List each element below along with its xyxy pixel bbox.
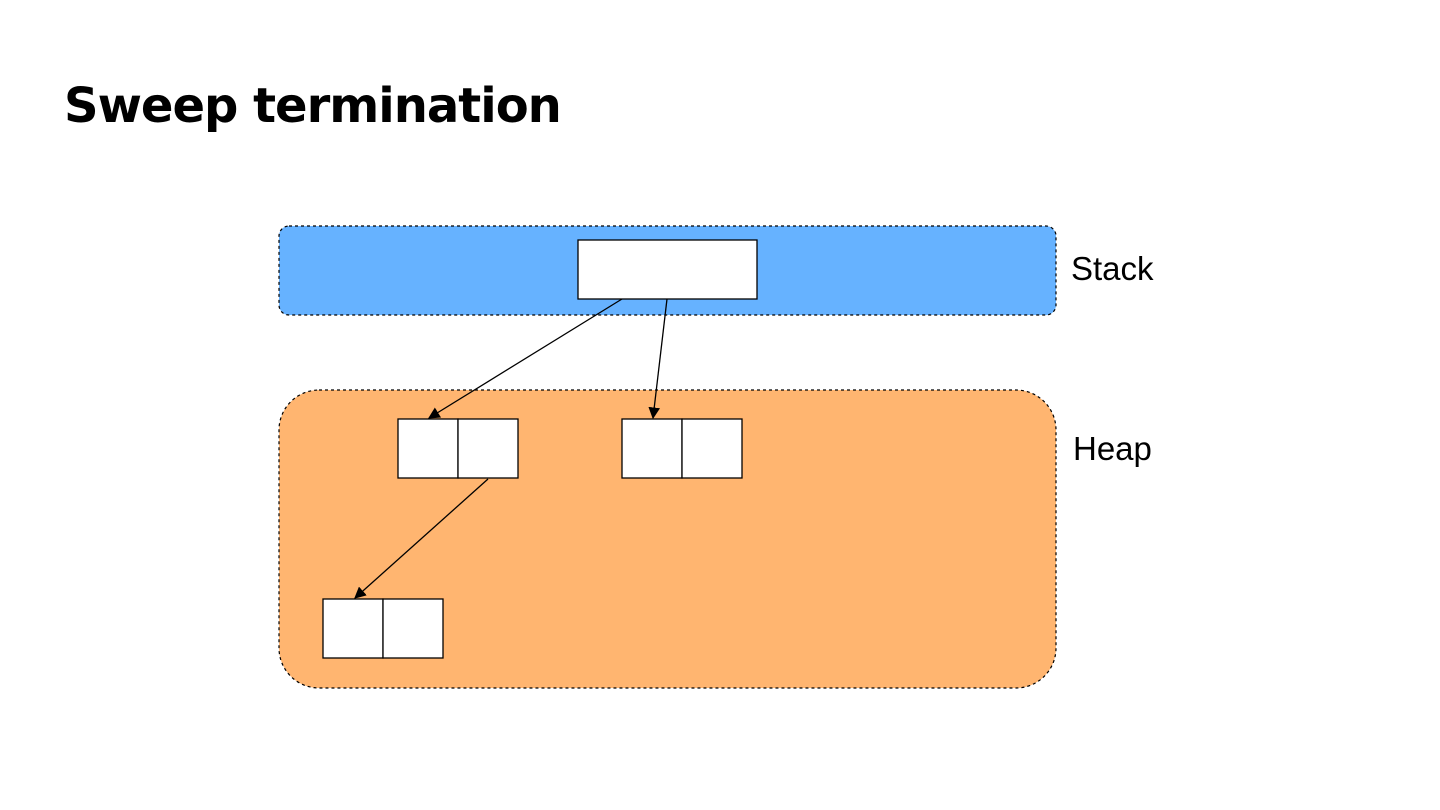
heap-object-c-cell-2 [382,598,444,659]
stack-object [577,239,758,300]
stack-label: Stack [1071,250,1154,287]
slide-title: Sweep termination [64,78,562,134]
heap-object-b [621,418,743,479]
heap-object-a-cell-1 [397,418,459,479]
heap-object-c-cell-1 [322,598,384,659]
heap-object-b-cell-1 [621,418,683,479]
pointer-arrow-stack-to-object-b [648,298,668,420]
heap-object-a-cell-2 [457,418,519,479]
heap-object-c [322,598,444,659]
heap-object-b-cell-2 [681,418,743,479]
pointer-arrow-stack-to-object-a [428,298,623,419]
heap-label: Heap [1073,430,1152,467]
heap-object-a [397,418,519,479]
pointer-arrow-object-a-to-object-c [354,478,489,599]
